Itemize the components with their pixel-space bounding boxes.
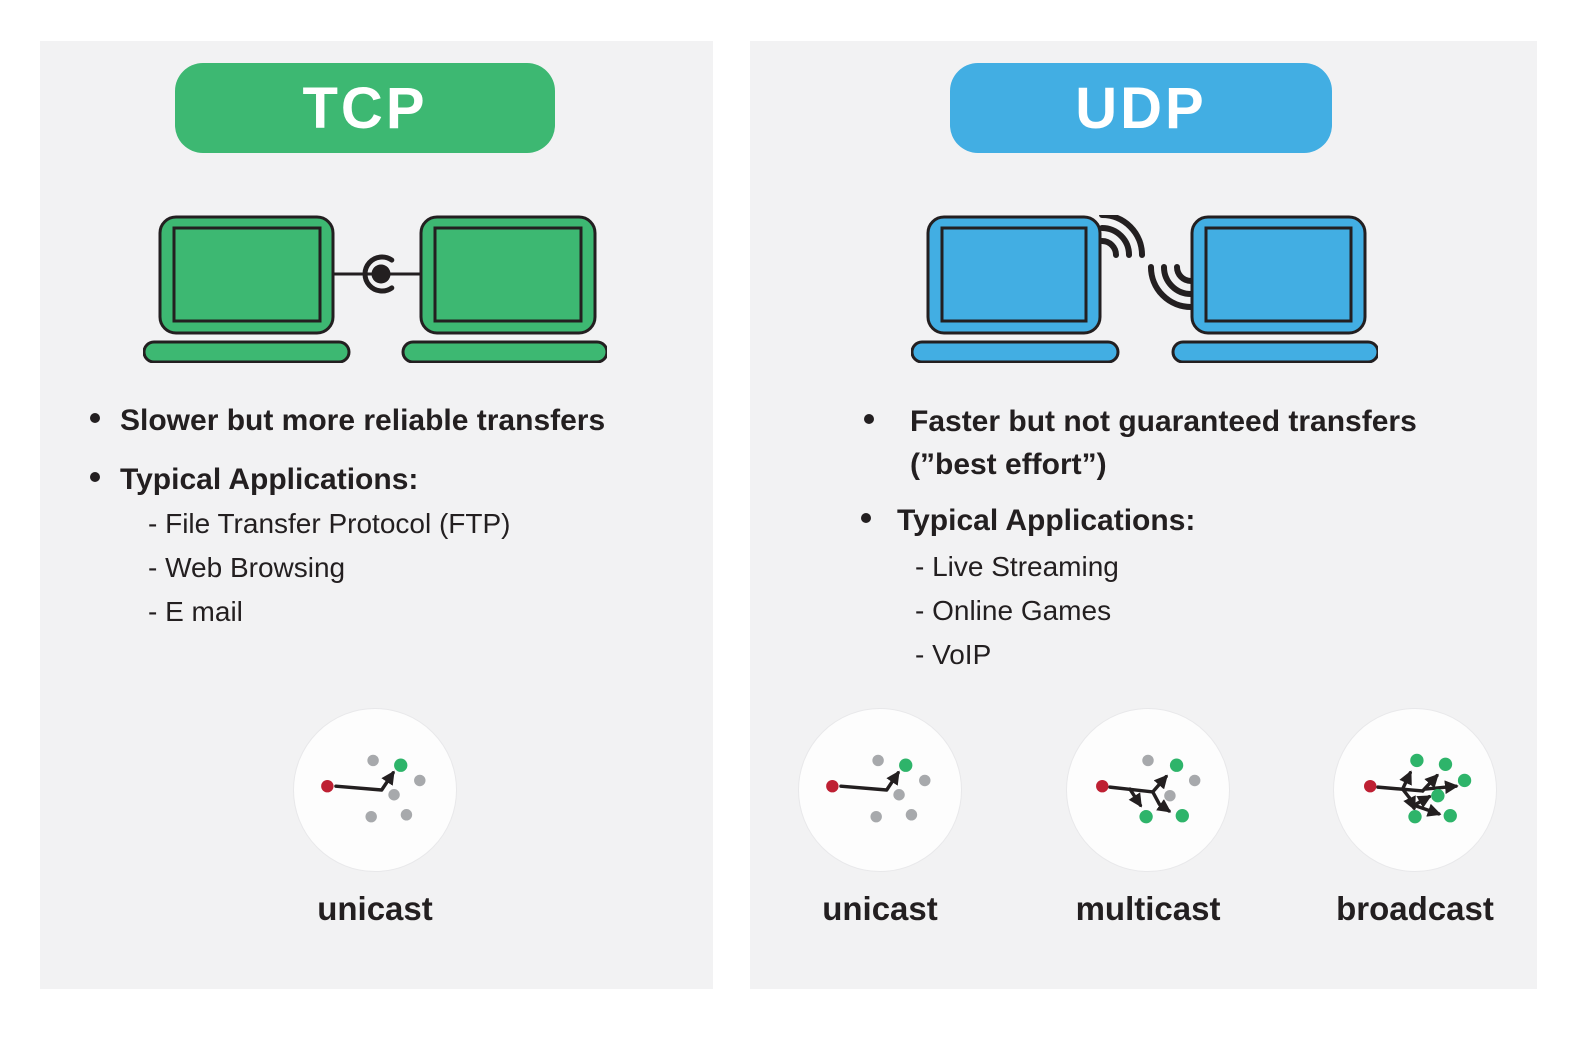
tcp-panel: TCP Slower but more reliable transfers	[40, 41, 713, 989]
udp-bullet-speed-line1: Faster but not guaranteed transfers	[910, 405, 1417, 438]
udp-unicast-diagram	[798, 708, 962, 872]
wired-laptops-icon	[143, 215, 607, 363]
tcp-title: TCP	[302, 75, 428, 141]
list-item: - Live Streaming	[915, 551, 1119, 582]
udp-bullet-speed-line2: (”best effort”)	[910, 448, 1107, 481]
udp-bullet-applications: Typical Applications:	[861, 499, 1195, 542]
wireless-laptops-icon	[911, 215, 1378, 363]
bullet-dot	[861, 513, 871, 523]
udp-broadcast-diagram	[1333, 708, 1497, 872]
tcp-unicast-diagram	[293, 708, 457, 872]
bullet-dot	[90, 413, 100, 423]
wireless-signal-icon	[1099, 215, 1146, 258]
tcp-bullet-applications-text: Typical Applications:	[120, 463, 419, 496]
list-item: - File Transfer Protocol (FTP)	[148, 508, 511, 539]
udp-multicast-label: multicast	[1075, 890, 1221, 927]
wireless-signal-icon	[1147, 264, 1194, 311]
laptop-icon	[911, 215, 1120, 363]
tcp-bullet-applications: Typical Applications:	[90, 458, 418, 501]
udp-bullet-applications-text: Typical Applications:	[897, 504, 1196, 537]
list-item: - E mail	[148, 596, 243, 627]
udp-unicast-label: unicast	[822, 890, 938, 927]
list-item: - Online Games	[915, 595, 1112, 626]
laptop-icon	[401, 215, 607, 363]
laptop-icon	[1171, 215, 1378, 363]
laptop-icon	[143, 215, 351, 363]
bullet-dot	[864, 414, 874, 424]
list-item: - Web Browsing	[148, 552, 346, 583]
udp-bullet-speed-text: Faster but not guaranteed transfers (”be…	[910, 400, 1417, 486]
tcp-bullet-reliability-text: Slower but more reliable transfers	[120, 404, 606, 437]
tcp-badge: TCP	[175, 63, 555, 153]
tcp-applications-list: - File Transfer Protocol (FTP) - Web Bro…	[148, 502, 511, 634]
udp-applications-list: - Live Streaming - Online Games - VoIP	[915, 545, 1119, 677]
list-item: - VoIP	[915, 639, 992, 670]
tcp-unicast-label: unicast	[317, 890, 433, 927]
udp-title: UDP	[1075, 75, 1207, 141]
udp-badge: UDP	[950, 63, 1332, 153]
udp-panel: UDP	[750, 41, 1537, 989]
plug-arc-icon	[362, 254, 395, 294]
connection-node-icon	[371, 264, 391, 284]
udp-broadcast-label: broadcast	[1336, 890, 1494, 927]
udp-multicast-diagram	[1066, 708, 1230, 872]
udp-bullet-speed: Faster but not guaranteed transfers (”be…	[864, 400, 1417, 486]
tcp-bullet-reliability: Slower but more reliable transfers	[90, 399, 605, 442]
bullet-dot	[90, 472, 100, 482]
